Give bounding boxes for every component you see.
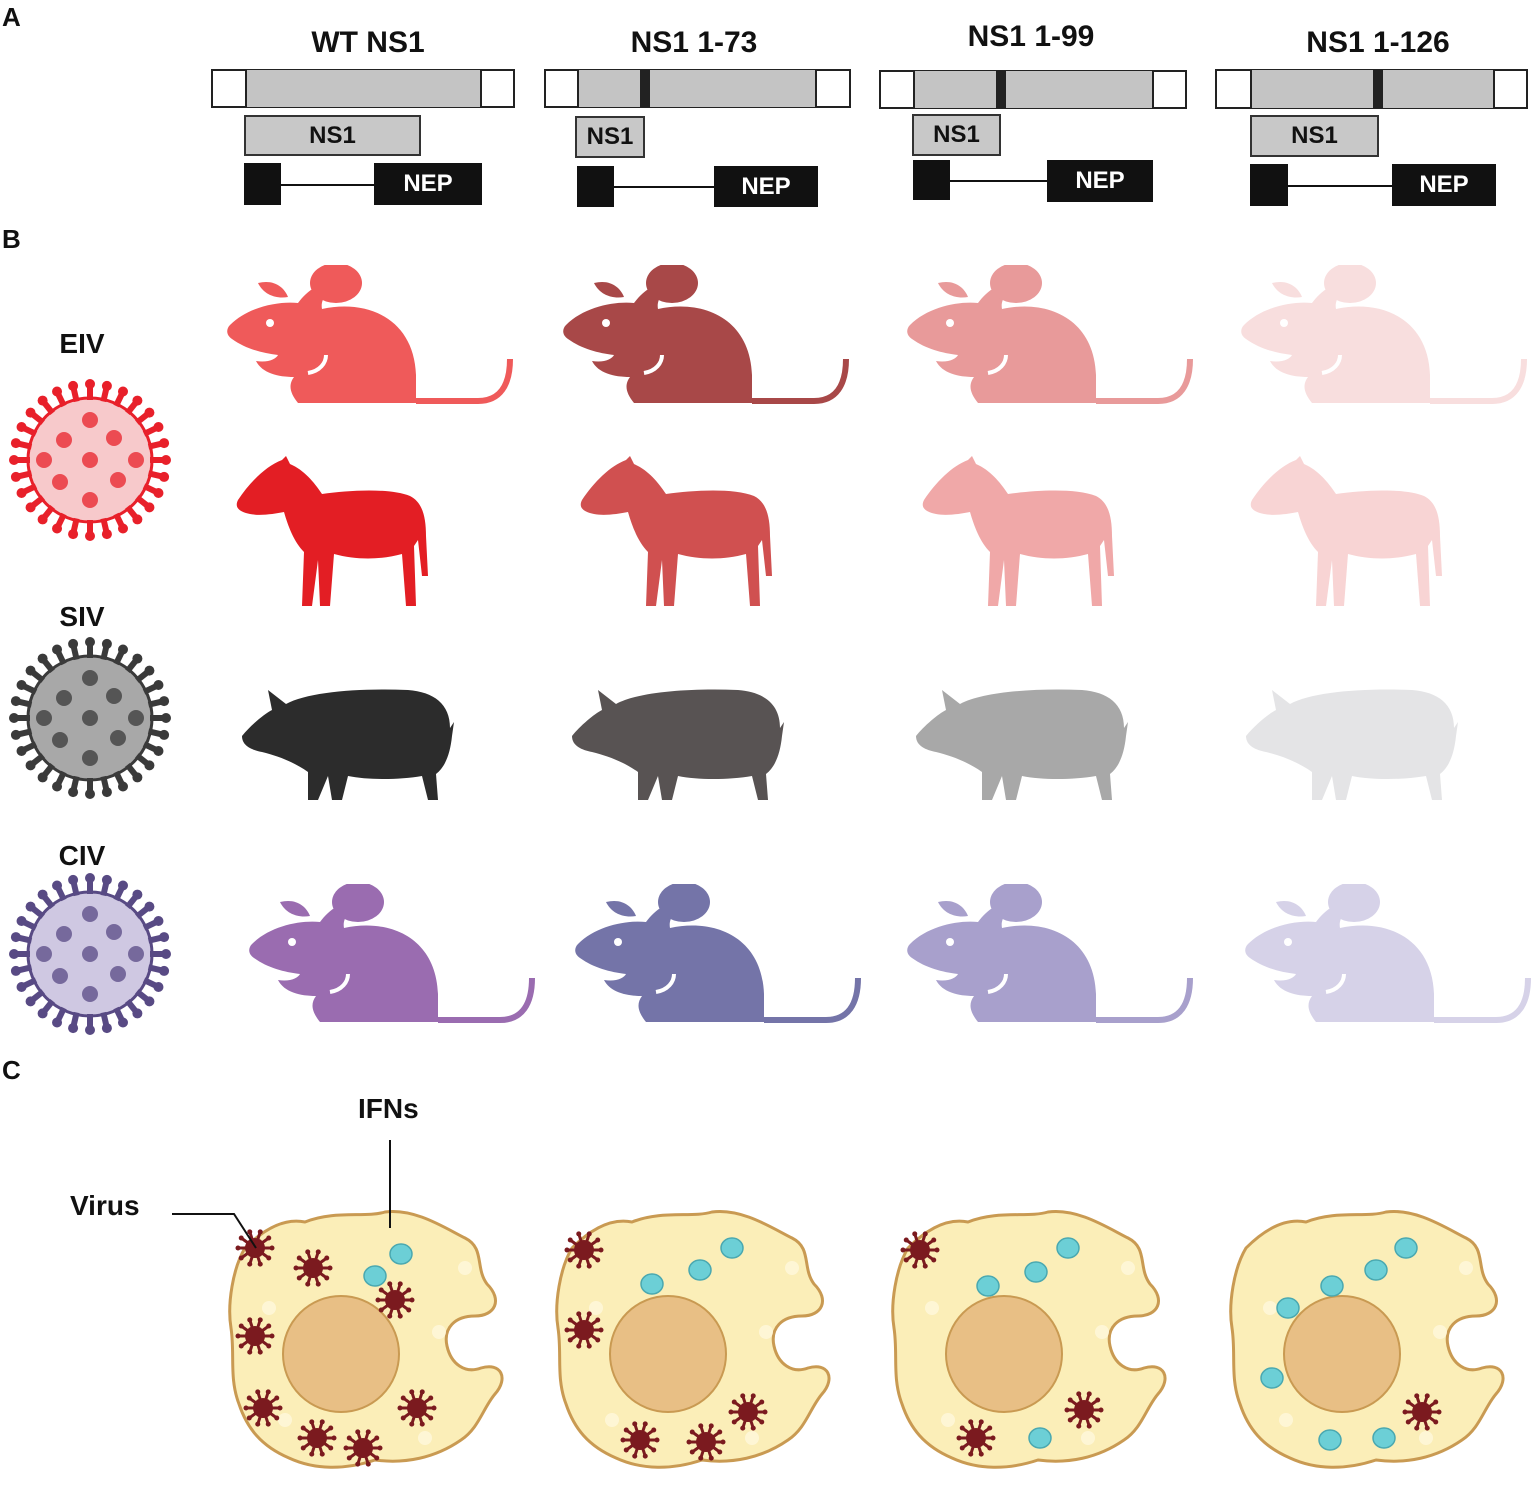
siv-virus-icon xyxy=(8,636,172,800)
nep-intron xyxy=(614,186,714,188)
pig-siv-icon-4 xyxy=(1242,672,1462,802)
nep-box: NEP xyxy=(714,166,818,207)
ns-coding-region xyxy=(913,71,1154,108)
stop-codon-mark xyxy=(996,71,1006,108)
horse-eiv-icon-2 xyxy=(574,456,774,616)
nep-exon1 xyxy=(1250,164,1288,206)
virus-callout-label: Virus xyxy=(70,1190,140,1221)
eiv-virus-icon xyxy=(8,378,172,542)
panel-letter-c: C xyxy=(2,1055,21,1085)
ifn-callout-label: IFNs xyxy=(358,1093,419,1124)
nep-intron xyxy=(950,180,1048,182)
pig-siv-icon-3 xyxy=(912,672,1132,802)
civ-virus-icon xyxy=(8,872,172,1036)
mouse-eiv-icon-3 xyxy=(898,265,1198,415)
ns-coding-region xyxy=(245,70,482,107)
stop-codon-mark xyxy=(1373,70,1383,108)
nep-exon1 xyxy=(577,166,614,207)
horse-eiv-icon-4 xyxy=(1244,456,1444,616)
cell-3 xyxy=(888,1208,1178,1478)
ns1-box: NS1 xyxy=(1250,115,1379,157)
mouse-civ-icon-1 xyxy=(240,884,540,1034)
horse-eiv-icon-3 xyxy=(916,456,1116,616)
virus-label-civ: CIV xyxy=(58,840,106,871)
nep-intron xyxy=(281,184,375,186)
construct-title: NS1 1-126 xyxy=(1306,26,1450,59)
panel-letter-a: A xyxy=(2,2,21,32)
ns1-box: NS1 xyxy=(575,116,645,158)
mouse-eiv-icon-2 xyxy=(554,265,854,415)
nep-box: NEP xyxy=(1047,160,1153,202)
ns-coding-region xyxy=(1250,70,1495,108)
virus-label-siv: SIV xyxy=(59,601,105,632)
construct-title: NS1 1-99 xyxy=(967,20,1095,53)
horse-eiv-icon-1 xyxy=(230,456,430,616)
mouse-eiv-icon-4 xyxy=(1232,265,1532,415)
ns1-box: NS1 xyxy=(244,115,421,156)
nep-box: NEP xyxy=(1392,164,1496,206)
nep-box: NEP xyxy=(374,163,482,205)
construct-title: WT NS1 xyxy=(311,26,425,59)
nep-exon1 xyxy=(244,163,281,205)
virus-callout-line xyxy=(172,1213,257,1249)
nep-exon1 xyxy=(913,160,950,200)
construct-title: NS1 1-73 xyxy=(630,26,758,59)
mouse-civ-icon-4 xyxy=(1236,884,1532,1034)
mouse-civ-icon-2 xyxy=(566,884,866,1034)
ns-coding-region xyxy=(577,70,817,107)
mouse-civ-icon-3 xyxy=(898,884,1198,1034)
panel-letter-b: B xyxy=(2,224,21,254)
ns1-box: NS1 xyxy=(912,114,1001,156)
cell-1 xyxy=(225,1208,515,1478)
pig-siv-icon-2 xyxy=(568,672,788,802)
stop-codon-mark xyxy=(640,70,650,107)
cell-4 xyxy=(1226,1208,1516,1478)
pig-siv-icon-1 xyxy=(238,672,458,802)
cell-2 xyxy=(552,1208,842,1478)
nep-intron xyxy=(1288,185,1392,187)
virus-label-eiv: EIV xyxy=(59,328,105,359)
mouse-eiv-icon-1 xyxy=(218,265,518,415)
